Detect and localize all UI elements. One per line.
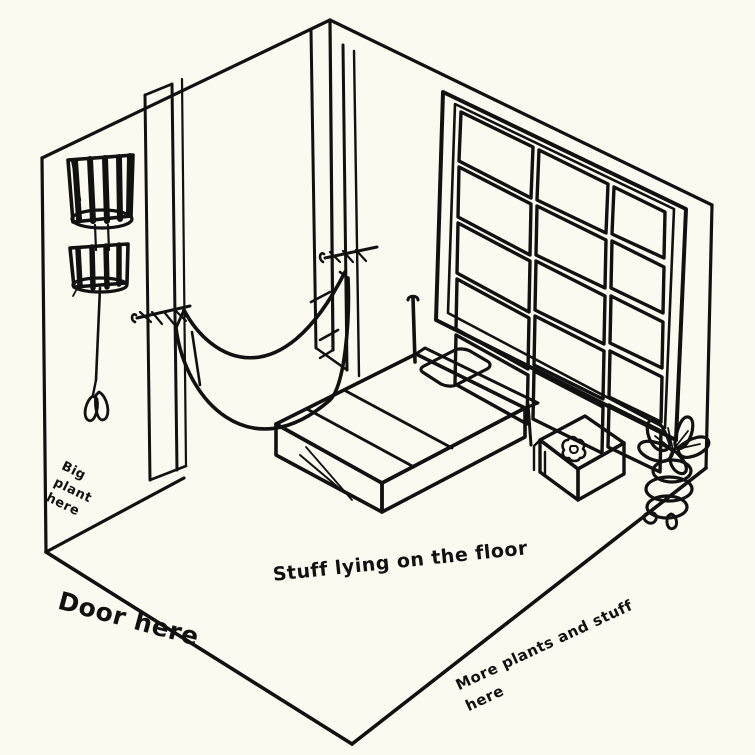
lamp-hook-detail	[72, 284, 80, 297]
window-pane-c1-r2	[456, 165, 533, 257]
lamp-shade-upper-rim	[70, 208, 134, 230]
window-pane-c2-r3	[533, 259, 607, 346]
window-pane-c1-r5	[453, 333, 530, 426]
corner-post-right-inner	[352, 49, 361, 378]
plant-leaf-veins	[654, 427, 701, 451]
window-pane-c3-r1	[610, 185, 667, 260]
bed-sheet-crease-b	[305, 446, 353, 501]
bedpost-cap	[406, 294, 420, 302]
window-pane-c2-r5	[531, 369, 605, 455]
nightstand-drawer-edge	[543, 450, 577, 499]
wall-post-a-base	[148, 464, 188, 482]
left-wall-base-edge	[44, 476, 186, 554]
plant-pot-foot-left	[642, 511, 658, 525]
hammock-upper-edge	[182, 270, 347, 360]
left-wall-top-edge	[40, 18, 332, 160]
hammock-fold-left	[190, 330, 202, 387]
window-pane-c3-r3	[608, 294, 665, 370]
nightstand-back-leg	[532, 438, 542, 472]
window-pane-c1-r3	[455, 221, 532, 314]
room-shell	[40, 18, 714, 746]
left-wall-front-edge	[40, 156, 48, 554]
bed-head-rail-post	[526, 402, 533, 447]
hammock-knot-right	[328, 248, 368, 264]
lamp-tassel-stem	[91, 378, 98, 397]
hammock-fold-right-b	[318, 328, 340, 342]
window-pane-c3-r4	[607, 349, 664, 424]
hammock-fold-right-a	[309, 290, 332, 304]
wall-post-b	[170, 82, 179, 472]
lamp-shade-lower-stripes	[75, 242, 122, 291]
bedpost	[411, 296, 417, 364]
bed-mattress-right-side	[380, 406, 527, 514]
corner-post-left	[309, 28, 318, 350]
lamp-tassel-leaf-b	[94, 390, 110, 422]
right-wall-far-edge	[704, 203, 714, 470]
wall-post-a	[143, 93, 152, 482]
lamp-tassel-leaf-a	[83, 394, 99, 423]
hammock-loop-left	[130, 313, 138, 324]
hammock-lower-edge	[174, 276, 351, 431]
window-pane-c1-r1	[457, 110, 535, 200]
wall-post-a-top	[143, 82, 174, 97]
wall-post-b-inner	[180, 77, 188, 468]
window-pane-c2-r4	[532, 314, 606, 401]
right-wall-top-edge	[328, 18, 714, 207]
hammock-knot-left	[138, 309, 188, 326]
hammock-end-right	[338, 270, 350, 280]
trinket-icon	[561, 435, 587, 463]
lamp-shade-upper-stripes	[72, 153, 133, 224]
lamp-drop-cord	[94, 286, 102, 382]
window	[434, 90, 688, 474]
hanging-lamps	[66, 153, 135, 423]
left-wall-posts	[143, 77, 188, 482]
window-pane-c1-r4	[454, 277, 531, 371]
plant-pot-mid	[644, 475, 694, 503]
plant-leaf-upper-left	[645, 418, 672, 453]
nightstand	[532, 414, 626, 502]
bed	[274, 294, 540, 514]
plant-pot-rim	[651, 458, 693, 484]
bed-blanket-fold-a	[305, 407, 416, 469]
floor-left-edge	[44, 550, 354, 746]
window-pane-c2-r2	[534, 204, 608, 290]
hammock	[130, 245, 379, 431]
bed-blanket-fold-b	[342, 388, 454, 450]
bed-head-rail	[414, 346, 540, 410]
nightstand-right-face	[576, 441, 626, 502]
window-pane-c3-r2	[609, 239, 666, 315]
bed-pillow	[419, 347, 492, 388]
window-inner-frame	[446, 102, 676, 430]
hammock-end-left	[174, 308, 186, 330]
bed-sheet-crease	[299, 454, 346, 494]
plant-pot-foot-right	[665, 512, 679, 531]
hammock-loop-right	[318, 252, 326, 264]
window-pane-c2-r1	[535, 148, 610, 235]
potted-plant	[637, 415, 711, 531]
